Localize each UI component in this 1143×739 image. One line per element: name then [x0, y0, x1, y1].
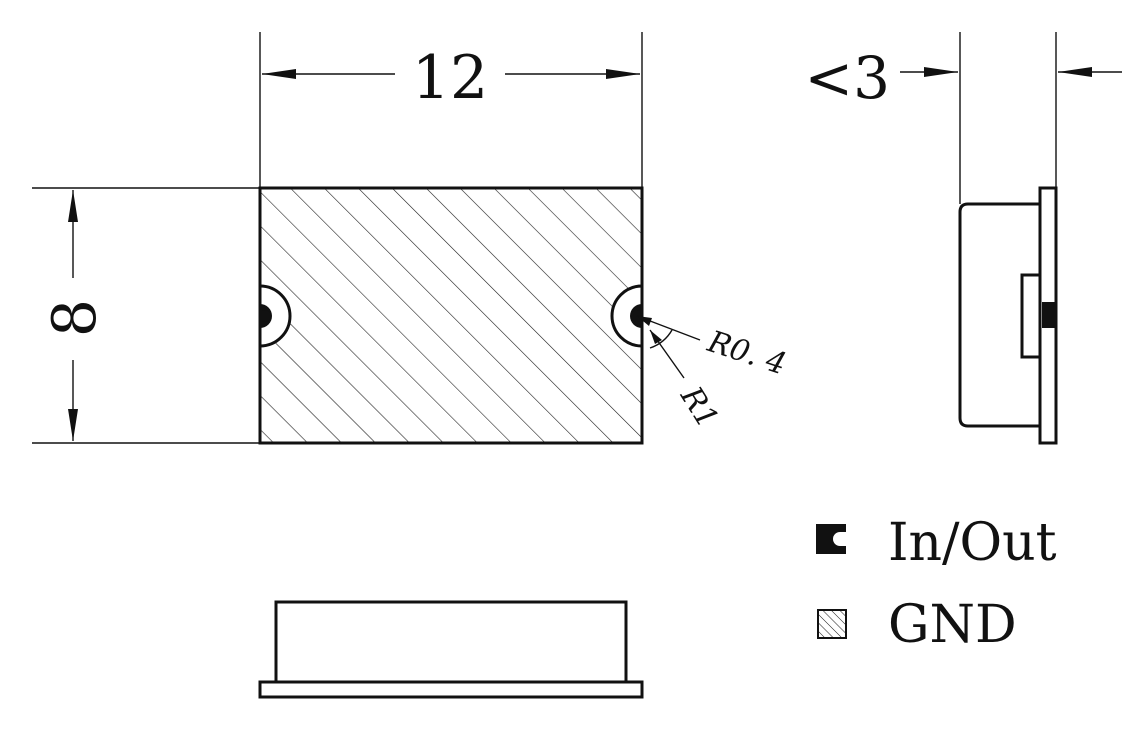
side-view — [958, 186, 1058, 445]
corner-radius-label: R1 — [673, 380, 725, 435]
hatched-square-icon — [817, 609, 847, 639]
thickness-label: <3 — [805, 44, 891, 112]
front-view — [258, 600, 644, 699]
legend-item-in-out: In/Out — [816, 513, 1057, 573]
radius-callouts: R0. 4 R1 — [636, 315, 791, 435]
right-pad-arc — [610, 284, 643, 348]
width-dimension: 12 — [259, 32, 643, 188]
height-dimension: 8 — [32, 187, 260, 444]
legend: In/Out GND — [816, 513, 1057, 655]
front-view-board — [258, 680, 644, 699]
top-view-outline — [258, 186, 644, 445]
legend-label-gnd: GND — [888, 595, 1017, 655]
legend-item-gnd: GND — [817, 595, 1017, 655]
solid-pad-icon — [816, 524, 846, 554]
legend-label-in-out: In/Out — [888, 513, 1057, 573]
height-label: 8 — [40, 299, 110, 337]
side-view-pad — [1042, 302, 1056, 328]
top-view — [258, 186, 644, 445]
gnd-hatch-area — [260, 188, 642, 443]
front-view-body — [274, 600, 628, 684]
side-view-body — [958, 202, 1040, 428]
thickness-dimension: <3 — [805, 32, 1122, 204]
hole-radius-label: R0. 4 — [703, 324, 791, 382]
left-pad-arc — [259, 284, 292, 348]
side-view-pad-tab — [1020, 273, 1042, 359]
width-label: 12 — [412, 43, 488, 113]
